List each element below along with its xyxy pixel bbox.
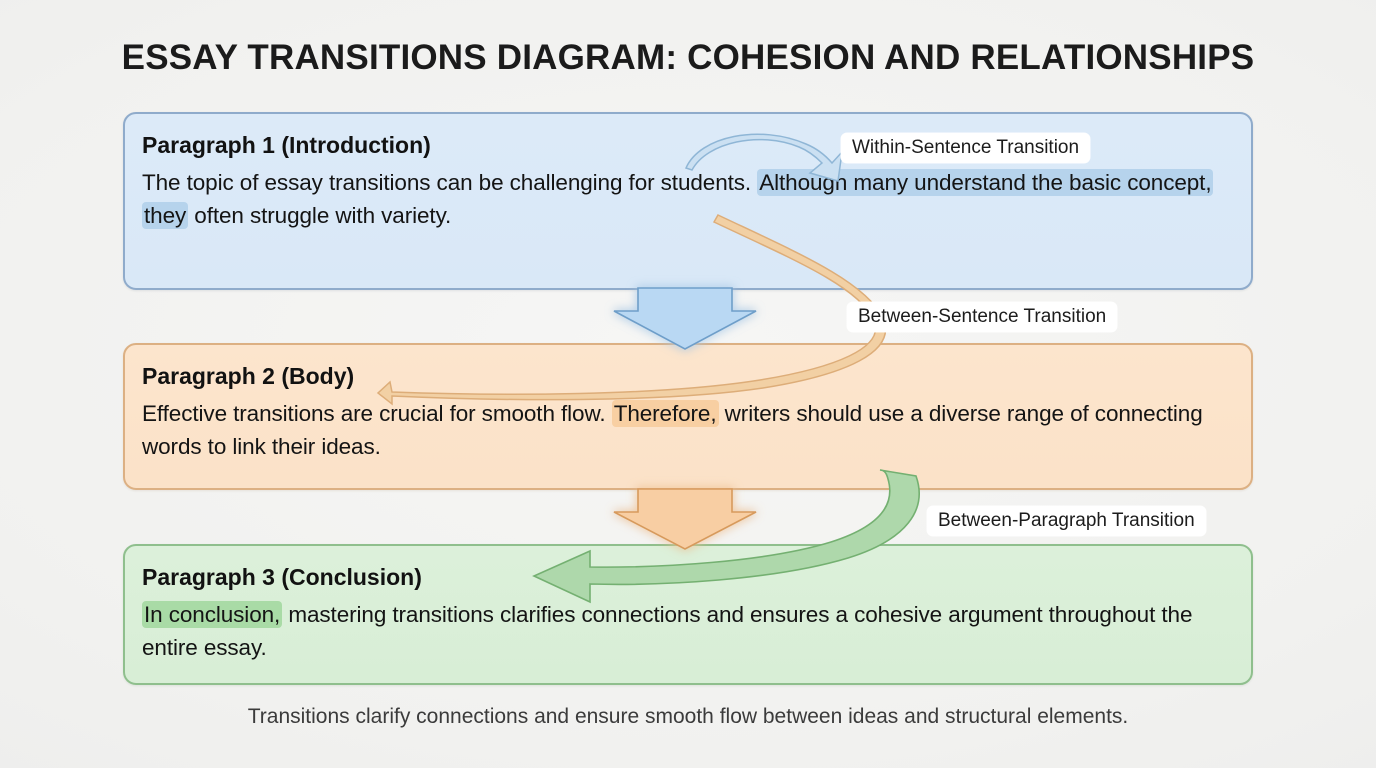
paragraph-1-text-before: The topic of essay transitions can be ch… bbox=[142, 170, 758, 196]
paragraph-3-heading: Paragraph 3 (Conclusion) bbox=[142, 564, 422, 590]
paragraph-3-highlight: In conclusion, bbox=[142, 601, 283, 629]
flow-arrow-p1-to-p2-icon bbox=[613, 287, 757, 350]
label-between-sentence-transition: Between-Sentence Transition bbox=[847, 302, 1118, 332]
page-title: ESSAY TRANSITIONS DIAGRAM: COHESION AND … bbox=[121, 38, 1255, 77]
paragraph-2-text-after: writers should use a diverse range of co… bbox=[142, 401, 1203, 460]
paragraph-3-text-after: mastering transitions clarifies connecti… bbox=[142, 602, 1193, 661]
paragraph-2-text-before: Effective transitions are crucial for sm… bbox=[142, 401, 612, 427]
paragraph-1-heading: Paragraph 1 (Introduction) bbox=[142, 132, 431, 158]
footer-caption: Transitions clarify connections and ensu… bbox=[247, 705, 1129, 728]
paragraph-2-text: Effective transitions are crucial for sm… bbox=[142, 397, 1234, 463]
paragraph-1-text: The topic of essay transitions can be ch… bbox=[142, 166, 1234, 232]
paragraph-2-heading: Paragraph 2 (Body) bbox=[142, 363, 355, 389]
paragraph-2-highlight: Therefore, bbox=[611, 400, 719, 428]
paragraph-box-3[interactable]: Paragraph 3 (Conclusion) In conclusion, … bbox=[123, 544, 1253, 685]
label-within-sentence-transition: Within-Sentence Transition bbox=[841, 133, 1091, 163]
paragraph-1-text-after: often struggle with variety. bbox=[188, 203, 452, 229]
paragraph-3-text: In conclusion, mastering transitions cla… bbox=[142, 598, 1234, 664]
label-between-paragraph-transition: Between-Paragraph Transition bbox=[927, 506, 1206, 536]
flow-arrow-p2-to-p3-icon bbox=[613, 488, 757, 550]
paragraph-box-2[interactable]: Paragraph 2 (Body) Effective transitions… bbox=[123, 343, 1253, 490]
